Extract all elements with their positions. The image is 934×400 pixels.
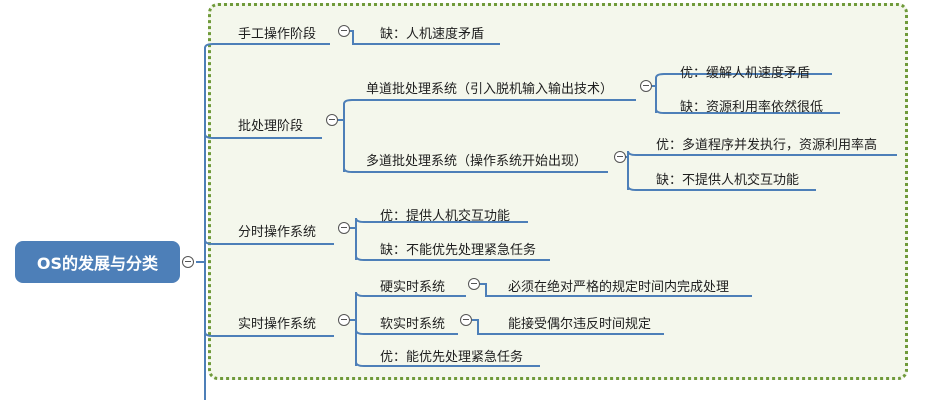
node-single-batch[interactable]: 单道批处理系统（引入脱机输入输出技术） — [366, 82, 614, 97]
collapse-toggle-icon[interactable] — [338, 222, 350, 234]
node-single-con[interactable]: 缺：资源利用率依然很低 — [680, 100, 824, 115]
collapse-toggle-icon[interactable] — [326, 114, 338, 126]
node-timeshare-pro[interactable]: 优：提供人机交互功能 — [380, 209, 511, 224]
node-timeshare-con[interactable]: 缺：不能优先处理紧急任务 — [380, 243, 537, 258]
node-soft-desc[interactable]: 能接受偶尔违反时间规定 — [508, 317, 652, 332]
collapse-toggle-icon[interactable] — [182, 256, 194, 268]
node-batch[interactable]: 批处理阶段 — [238, 119, 304, 134]
node-timeshare[interactable]: 分时操作系统 — [238, 225, 317, 240]
node-realtime[interactable]: 实时操作系统 — [238, 317, 317, 332]
node-manual[interactable]: 手工操作阶段 — [238, 27, 317, 42]
node-soft-realtime[interactable]: 软实时系统 — [380, 317, 446, 332]
node-multi-pro[interactable]: 优：多道程序并发执行，资源利用率高 — [656, 138, 878, 153]
collapse-toggle-icon[interactable] — [468, 278, 480, 290]
node-multi-batch[interactable]: 多道批处理系统（操作系统开始出现） — [366, 154, 588, 169]
collapse-toggle-icon[interactable] — [640, 80, 652, 92]
node-multi-con[interactable]: 缺：不提供人机交互功能 — [656, 173, 800, 188]
collapse-toggle-icon[interactable] — [338, 25, 350, 37]
collapse-toggle-icon[interactable] — [614, 151, 626, 163]
node-manual-con[interactable]: 缺：人机速度矛盾 — [380, 27, 485, 42]
root-node[interactable]: OS的发展与分类 — [15, 241, 180, 283]
summary-boundary — [208, 3, 908, 380]
node-hard-realtime[interactable]: 硬实时系统 — [380, 280, 446, 295]
node-hard-desc[interactable]: 必须在绝对严格的规定时间内完成处理 — [508, 280, 730, 295]
collapse-toggle-icon[interactable] — [460, 314, 472, 326]
node-realtime-pro[interactable]: 优：能优先处理紧急任务 — [380, 350, 524, 365]
collapse-toggle-icon[interactable] — [338, 314, 350, 326]
node-single-pro[interactable]: 优：缓解人机速度矛盾 — [680, 66, 811, 81]
